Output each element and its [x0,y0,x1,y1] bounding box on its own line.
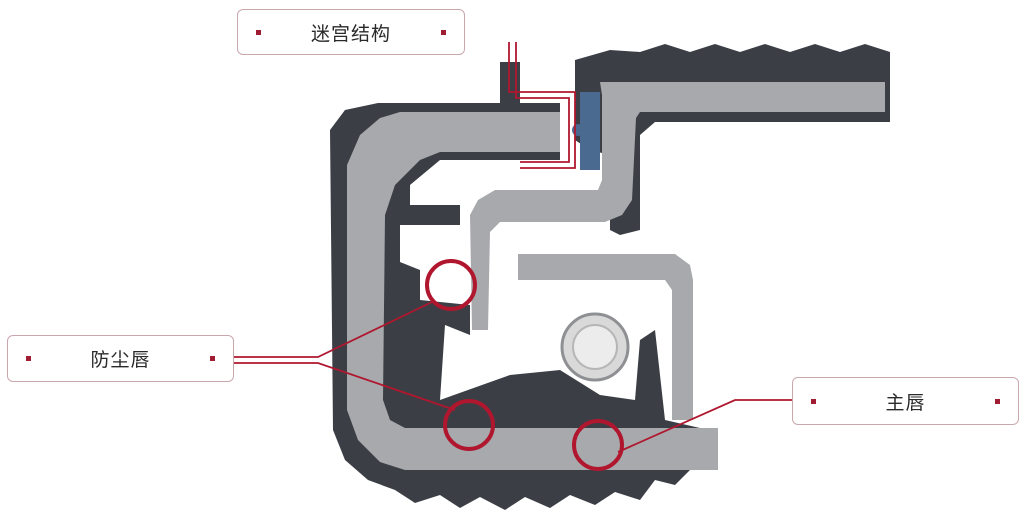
bullet-icon [26,356,31,361]
dust-lip-leader-1 [232,301,433,358]
dust-lip-circle-upper [425,259,477,311]
garter-spring-inner [572,324,618,370]
bullet-icon [210,356,215,361]
dust-lip-circle-lower [443,399,495,451]
main-lip-leader [617,399,795,453]
blue-insert-bead [572,124,584,136]
bullet-icon [995,398,1000,404]
labyrinth-path-line-2 [515,42,570,163]
labyrinth-label-box: 迷宫结构 [237,9,465,55]
outer-metal-case [347,112,718,470]
dust-lip-leader-2 [232,362,456,411]
bullet-icon [441,29,446,35]
bullet-icon [811,398,816,404]
dust-lip-label: 防尘唇 [90,349,151,371]
labyrinth-path-line [508,42,576,169]
main-lip-circle [572,419,624,471]
labyrinth-label: 迷宫结构 [310,22,391,45]
dust-lip-label-box: 防尘唇 [7,335,234,382]
bullet-icon [256,29,261,35]
main-lip-label: 主唇 [885,391,926,414]
blue-insert [580,92,600,170]
inner-metal-case [470,82,885,330]
main-lip-label-box: 主唇 [792,377,1019,425]
inner-u-case [518,254,693,420]
